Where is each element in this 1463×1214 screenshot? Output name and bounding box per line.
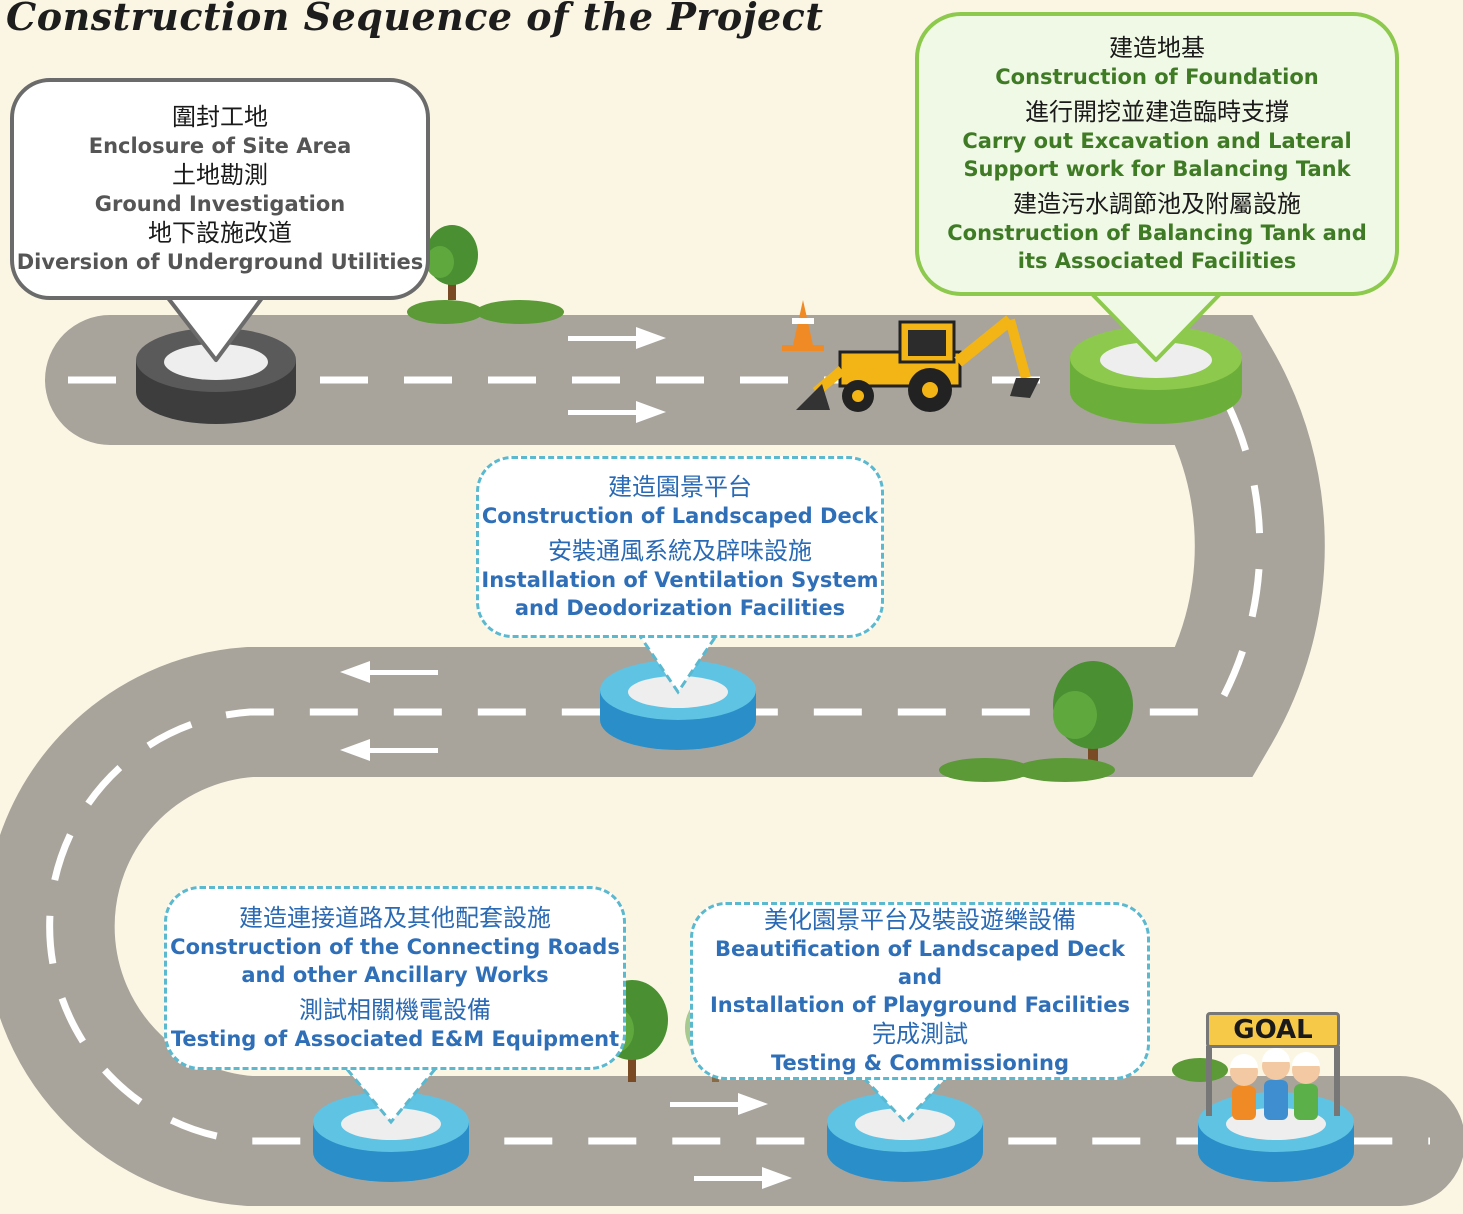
direction-arrows	[340, 327, 792, 1189]
stage-3-bubble: 建造園景平台 Construction of Landscaped Deck 安…	[476, 456, 884, 638]
stage-marker-5	[827, 1092, 983, 1182]
stage-1-item-1-en: Enclosure of Site Area	[88, 134, 352, 158]
stage-2-item-2-en-line2: Support work for Balancing Tank	[963, 157, 1351, 181]
winding-road	[0, 315, 1463, 1206]
stage-1-item-3-en: Diversion of Underground Utilities	[16, 250, 424, 274]
bush-icon	[939, 758, 1115, 782]
stage-5-item-1-en: Beautification of Landscaped Deck and	[715, 937, 1125, 989]
stage-2-item-1-en: Construction of Foundation	[995, 65, 1319, 89]
stage-2-item-1-zh: 建造地基	[1109, 34, 1205, 62]
bush-icon	[407, 300, 564, 324]
stage-5-bubble: 美化園景平台及裝設遊樂設備 Beautification of Landscap…	[690, 902, 1150, 1080]
stage-2-bubble: 建造地基 Construction of Foundation 進行開挖並建造臨…	[915, 12, 1399, 296]
workers-icon	[1230, 1048, 1320, 1120]
stage-5-item-2-en: Testing & Commissioning	[771, 1051, 1069, 1075]
bush-icon	[1172, 1058, 1228, 1082]
stage-2-item-3-en: Construction of Balancing Tank and	[947, 221, 1367, 245]
stage-5-item-1-zh: 美化園景平台及裝設遊樂設備	[764, 906, 1076, 934]
stage-2-item-3-zh: 建造污水調節池及附屬設施	[1013, 190, 1301, 218]
stage-3-item-1-en: Construction of Landscaped Deck	[481, 504, 879, 528]
stage-1-item-1-zh: 圍封工地	[172, 103, 268, 131]
arrow-right-icon	[670, 1093, 768, 1115]
stage-2-item-2-zh: 進行開挖並建造臨時支撐	[1025, 98, 1289, 126]
goal-sign: GOAL	[1206, 1012, 1340, 1048]
stage-2-item-2-en: Carry out Excavation and Lateral	[962, 129, 1352, 153]
arrow-left-icon	[340, 661, 438, 683]
stage-5-item-2-zh: 完成測試	[872, 1020, 968, 1048]
tree-icon	[1053, 661, 1133, 768]
arrow-right-icon	[568, 327, 666, 349]
stage-3-item-2-en-line2: and Deodorization Facilities	[514, 596, 846, 620]
stage-4-item-2-zh: 測試相關機電設備	[299, 996, 491, 1024]
stage-3-item-2-zh: 安裝通風系統及辟味設施	[548, 537, 812, 565]
stage-4-item-1-en: Construction of the Connecting Roads	[170, 935, 620, 959]
arrow-right-icon	[694, 1167, 792, 1189]
stage-1-item-2-en: Ground Investigation	[94, 192, 346, 216]
stage-1-item-3-zh: 地下設施改道	[148, 219, 292, 247]
stage-1-item-2-zh: 土地勘測	[172, 161, 268, 189]
tree-icon	[426, 225, 478, 300]
stage-4-item-1-zh: 建造連接道路及其他配套設施	[239, 904, 551, 932]
stage-3-item-1-zh: 建造園景平台	[608, 473, 752, 501]
stage-1-bubble: 圍封工地 Enclosure of Site Area 土地勘測 Ground …	[10, 78, 430, 300]
stage-2-item-3-en-line2: its Associated Facilities	[1017, 249, 1297, 273]
stage-4-bubble: 建造連接道路及其他配套設施 Construction of the Connec…	[164, 886, 626, 1070]
stage-4-item-2-en: Testing of Associated E&M Equipment	[170, 1027, 620, 1051]
diagram-title: Construction Sequence of the Project	[6, 0, 824, 39]
stage-4-item-1-en-line2: and other Ancillary Works	[241, 963, 549, 987]
stage-5-item-1-en-line2: Installation of Playground Facilities	[709, 993, 1130, 1017]
backhoe-loader-icon	[796, 315, 1040, 412]
arrow-right-icon	[568, 401, 666, 423]
arrow-left-icon	[340, 739, 438, 761]
stage-3-item-2-en: Installation of Ventilation System	[481, 568, 879, 592]
traffic-cone-icon	[782, 300, 824, 351]
